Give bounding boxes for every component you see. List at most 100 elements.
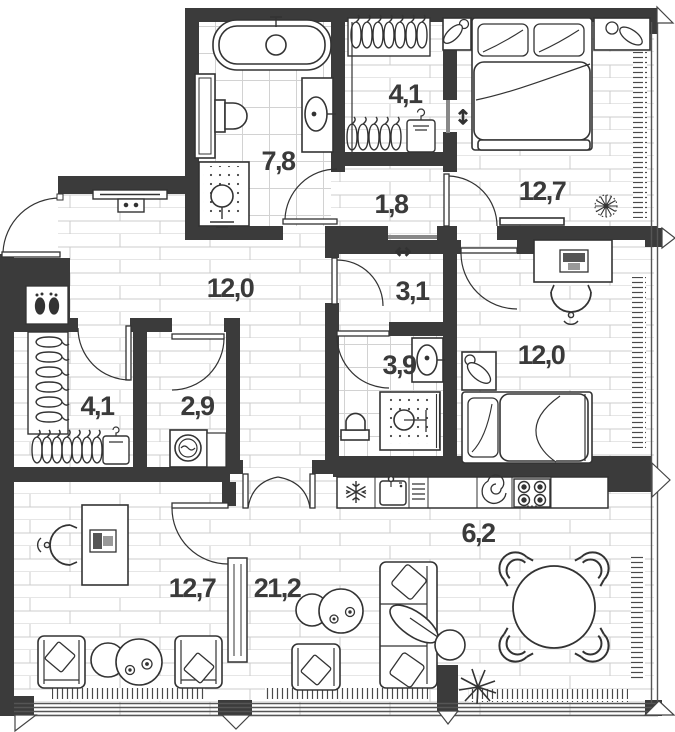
radiator bbox=[52, 688, 205, 701]
plant-icon bbox=[594, 194, 618, 218]
double-bed-icon bbox=[471, 17, 593, 151]
lounge-room-items bbox=[36, 504, 223, 689]
wardrobe-left-items bbox=[27, 331, 130, 465]
sliding-door-arrow-v: ↕ bbox=[455, 105, 472, 129]
room-area-label: 12,7 bbox=[169, 573, 216, 603]
desk-icon bbox=[81, 504, 129, 586]
dishwasher-icon bbox=[412, 483, 425, 500]
nightstand-icon bbox=[593, 17, 651, 51]
desk-icon bbox=[533, 239, 613, 283]
armchair-icon bbox=[174, 635, 223, 689]
wall bbox=[337, 226, 388, 240]
wall bbox=[443, 254, 457, 470]
room-area-label: 4,1 bbox=[388, 79, 423, 109]
nightstand-icon bbox=[461, 351, 497, 391]
fridge-icon bbox=[345, 481, 367, 503]
sliding-door-arrow-h: ↔ bbox=[395, 239, 412, 263]
room-area-label: 7,8 bbox=[261, 146, 296, 176]
wall bbox=[517, 240, 537, 254]
tv-console-icon bbox=[499, 217, 565, 226]
living-room-items bbox=[291, 543, 618, 705]
room-area-label: 1,8 bbox=[374, 189, 409, 219]
facade-corner-marks bbox=[14, 5, 675, 732]
bedroom-top-items bbox=[442, 17, 651, 226]
radiator bbox=[631, 556, 645, 680]
door-lounge bbox=[171, 502, 229, 565]
window-right bbox=[650, 22, 659, 703]
room-labels: 7,8 4,1 1,8 12,7 12,0 3,1 3,9 12,0 4,1 2… bbox=[80, 79, 567, 603]
door-bathroom-main bbox=[282, 168, 338, 225]
wall bbox=[325, 226, 339, 258]
sink-icon bbox=[301, 77, 336, 153]
plant-icon bbox=[458, 668, 497, 705]
corner-mark bbox=[220, 714, 252, 730]
wall bbox=[0, 254, 14, 716]
radiator bbox=[265, 688, 428, 701]
wall bbox=[325, 303, 339, 474]
wall bbox=[226, 332, 240, 474]
corner-mark bbox=[436, 710, 460, 725]
bathtub-icon bbox=[212, 16, 332, 71]
entry-hall-items bbox=[25, 189, 168, 325]
wall bbox=[14, 467, 230, 482]
sliding-door-horizontal: ↔ bbox=[388, 235, 437, 264]
plant-icon bbox=[389, 604, 466, 661]
wall bbox=[333, 240, 461, 254]
window-bottom bbox=[14, 702, 658, 717]
wall bbox=[437, 665, 458, 712]
wall bbox=[645, 228, 662, 247]
radiators bbox=[52, 40, 647, 702]
room-area-label: 12,0 bbox=[207, 273, 254, 303]
room-area-label: 2,9 bbox=[180, 391, 215, 421]
corner-mark bbox=[14, 714, 38, 732]
washing-machine-icon bbox=[169, 429, 208, 468]
room-area-label: 4,1 bbox=[80, 391, 115, 421]
door-bathroom-small bbox=[336, 330, 390, 389]
hob-icon bbox=[513, 478, 551, 508]
wall bbox=[437, 226, 457, 240]
cabinet-partition bbox=[227, 557, 248, 663]
wall bbox=[497, 226, 658, 240]
wall bbox=[608, 468, 652, 492]
cooker-hood-icon bbox=[481, 474, 507, 504]
radiator bbox=[468, 689, 628, 702]
room-area-label: 21,2 bbox=[254, 573, 301, 603]
nightstand-icon bbox=[442, 17, 472, 51]
wall bbox=[0, 696, 34, 716]
corner-mark bbox=[651, 461, 671, 499]
room-area-label: 6,2 bbox=[461, 518, 495, 548]
bathroom-small-fixtures bbox=[340, 337, 445, 451]
radiator bbox=[633, 40, 647, 218]
room-area-label: 12,0 bbox=[518, 340, 565, 370]
armchair-icon bbox=[291, 643, 341, 691]
shower-icon bbox=[198, 161, 250, 228]
entry-door bbox=[1, 193, 64, 258]
counter-dividers bbox=[374, 477, 552, 508]
windows bbox=[14, 22, 659, 717]
wall bbox=[312, 460, 333, 474]
toilet-icon bbox=[214, 99, 248, 133]
garment-icon bbox=[102, 426, 130, 465]
room-area-label: 3,1 bbox=[395, 276, 430, 306]
kitchen-counter bbox=[336, 476, 609, 509]
bedroom-right-items bbox=[461, 239, 613, 464]
kitchen-items bbox=[336, 474, 609, 509]
wall bbox=[224, 318, 240, 332]
door-corridor bbox=[331, 257, 384, 307]
bathroom-cabinet-icon bbox=[194, 73, 216, 159]
armchair-icon bbox=[37, 635, 86, 689]
wall bbox=[222, 482, 236, 506]
corner-mark bbox=[656, 5, 675, 24]
corner-mark bbox=[661, 226, 675, 250]
corner-mark bbox=[643, 700, 675, 716]
coffee-tables-icon bbox=[90, 638, 163, 686]
radiator bbox=[632, 277, 646, 448]
door-bedroom-top bbox=[443, 173, 498, 227]
room-area-label: 12,7 bbox=[519, 176, 566, 206]
wall bbox=[185, 226, 283, 240]
wall bbox=[133, 318, 147, 482]
room-area-label: 3,9 bbox=[382, 350, 417, 380]
kitchen-sink-icon bbox=[379, 475, 425, 506]
